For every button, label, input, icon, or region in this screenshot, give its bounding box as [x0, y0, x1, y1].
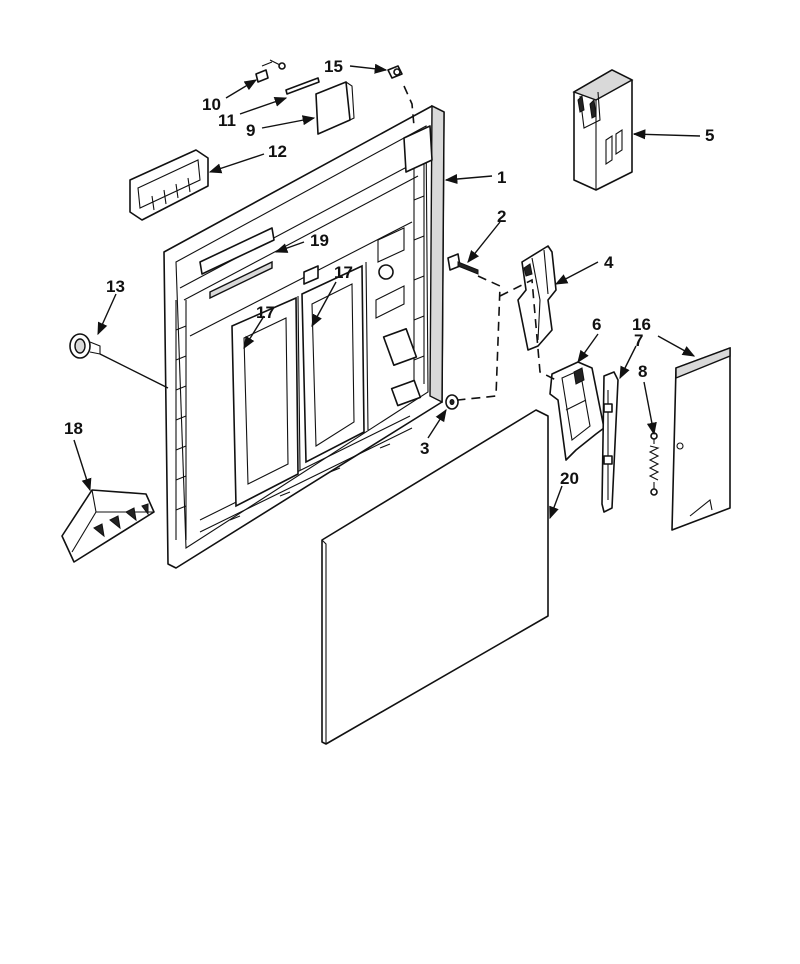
latch-bracket[interactable]: [549, 361, 605, 461]
callout-9: 9: [246, 121, 255, 140]
door-handle[interactable]: [129, 149, 209, 221]
callout-10: 10: [202, 95, 221, 114]
callout-12: 12: [268, 142, 287, 161]
link-bar[interactable]: [601, 371, 619, 513]
callout-16: 16: [632, 315, 651, 334]
vent-strip[interactable]: [199, 227, 275, 300]
callout-5: 5: [705, 126, 714, 145]
callout-11: 11: [218, 111, 236, 130]
callout-15: 15: [324, 57, 343, 76]
callout-4: 4: [604, 253, 614, 272]
inner-door-panel[interactable]: [163, 104, 445, 569]
end-cap[interactable]: [61, 489, 155, 563]
door-latch[interactable]: [517, 245, 557, 351]
callout-6: 6: [592, 315, 601, 334]
pin-11[interactable]: [285, 77, 320, 95]
callout-20: 20: [560, 469, 579, 488]
callout-13: 13: [106, 277, 125, 296]
callout-1: 1: [497, 168, 506, 187]
callout-7: 7: [634, 331, 643, 350]
side-panel[interactable]: [671, 346, 731, 531]
callout-18: 18: [64, 419, 83, 438]
assembly-dashed-lines: [99, 85, 557, 401]
dispenser-assembly[interactable]: [572, 69, 634, 191]
callout-17b: 17: [334, 263, 353, 282]
outer-door-panel[interactable]: [321, 409, 549, 745]
callout-17a: 17: [256, 303, 275, 322]
screw-10[interactable]: [255, 59, 286, 83]
latch-spring[interactable]: [648, 432, 660, 496]
vent-knob[interactable]: [69, 333, 101, 359]
hinge-bolt[interactable]: [447, 253, 479, 275]
screw-15[interactable]: [387, 65, 403, 79]
leader-lines: [73, 63, 701, 520]
nut-3[interactable]: [445, 394, 459, 410]
callout-labels: 1 2 3 4 5 6 7 8 9 10 11 12 13 15 16 17 1…: [64, 57, 714, 488]
callout-2: 2: [497, 207, 506, 226]
cover-plate[interactable]: [315, 81, 355, 135]
callout-8: 8: [638, 362, 647, 381]
callout-3: 3: [420, 439, 429, 458]
callout-19: 19: [310, 231, 329, 250]
